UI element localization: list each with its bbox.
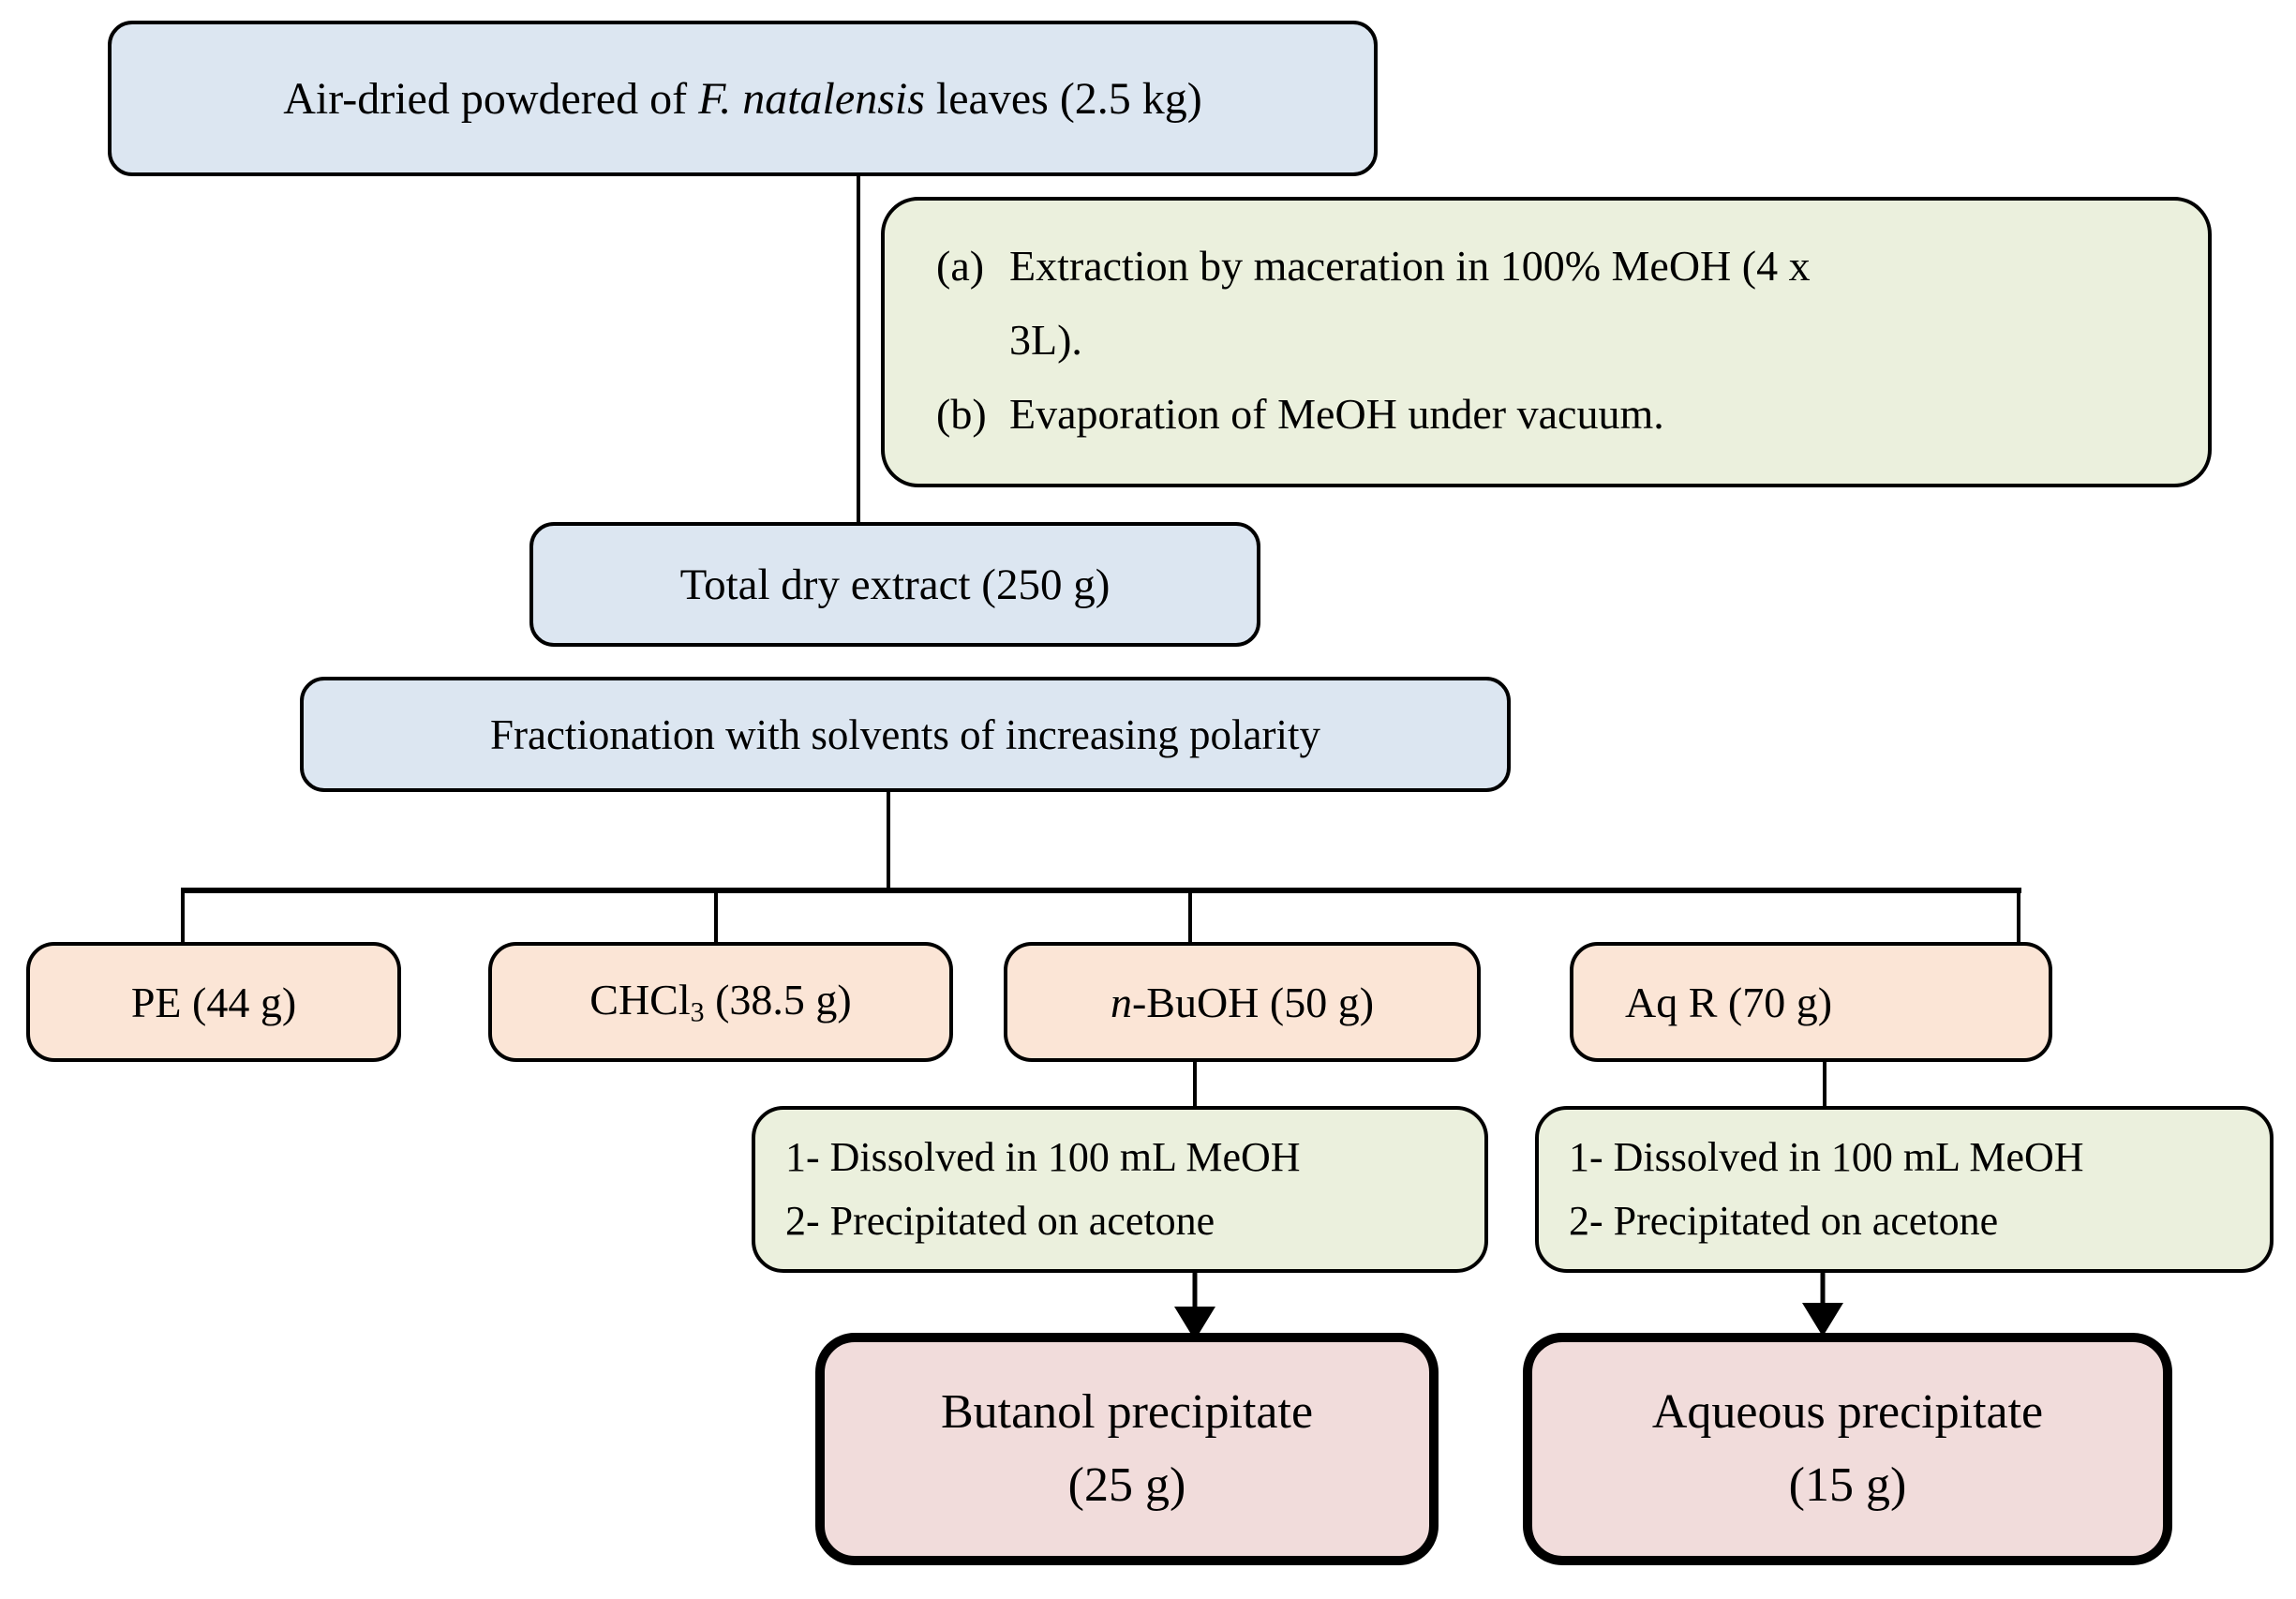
butanol-precipitate-name: Butanol precipitate	[940, 1385, 1314, 1439]
fraction-chcl3-label: CHCl3 (38.5 g)	[589, 976, 852, 1028]
total-extract-label: Total dry extract (250 g)	[679, 560, 1111, 609]
fraction-aqr-box: Aq R (70 g)	[1570, 942, 2052, 1062]
aqueous-precipitate-box: Aqueous precipitate (15 g)	[1523, 1333, 2172, 1565]
fractionation-box: Fractionation with solvents of increasin…	[300, 677, 1511, 792]
nbuoh-italic-n: n	[1110, 978, 1132, 1026]
fractionation-label: Fractionation with solvents of increasin…	[489, 710, 1321, 758]
arrowhead-butanol	[1174, 1307, 1215, 1340]
fraction-pe-box: PE (44 g)	[26, 942, 401, 1062]
fraction-nbuoh-box: n-BuOH (50 g)	[1004, 942, 1481, 1062]
fraction-nbuoh-label: n-BuOH (50 g)	[1110, 978, 1375, 1026]
aqueous-precipitate-name: Aqueous precipitate	[1651, 1385, 2044, 1439]
extraction-steps-box: (a) Extraction by maceration in 100% MeO…	[881, 197, 2212, 487]
aqueous-precipitate-mass: (15 g)	[1788, 1458, 1907, 1512]
fraction-pe-label: PE (44 g)	[130, 978, 297, 1026]
source-material-box: Air-dried powdered of F. natalensis leav…	[108, 21, 1378, 176]
step-b-label: (b)	[936, 390, 987, 439]
fraction-aqr-label: Aq R (70 g)	[1625, 978, 1833, 1026]
source-material-label: Air-dried powdered of F. natalensis leav…	[283, 73, 1202, 124]
arrowhead-aqueous	[1802, 1303, 1843, 1337]
chcl3-subscript: 3	[690, 996, 705, 1028]
step-a-label: (a)	[936, 242, 985, 290]
butanol-precipitate-box: Butanol precipitate (25 g)	[815, 1333, 1439, 1565]
total-extract-box: Total dry extract (250 g)	[529, 522, 1260, 647]
step-b-text: Evaporation of MeOH under vacuum.	[1009, 390, 1664, 439]
step-a: (a) Extraction by maceration in 100% MeO…	[936, 229, 1811, 377]
step-a-text: Extraction by maceration in 100% MeOH (4…	[1009, 242, 1811, 365]
species-name-italic: F. natalensis	[698, 73, 925, 124]
fraction-chcl3-box: CHCl3 (38.5 g)	[488, 942, 953, 1062]
butanol-precipitate-mass: (25 g)	[1067, 1458, 1186, 1512]
step-b: (b) Evaporation of MeOH under vacuum.	[936, 377, 1664, 451]
